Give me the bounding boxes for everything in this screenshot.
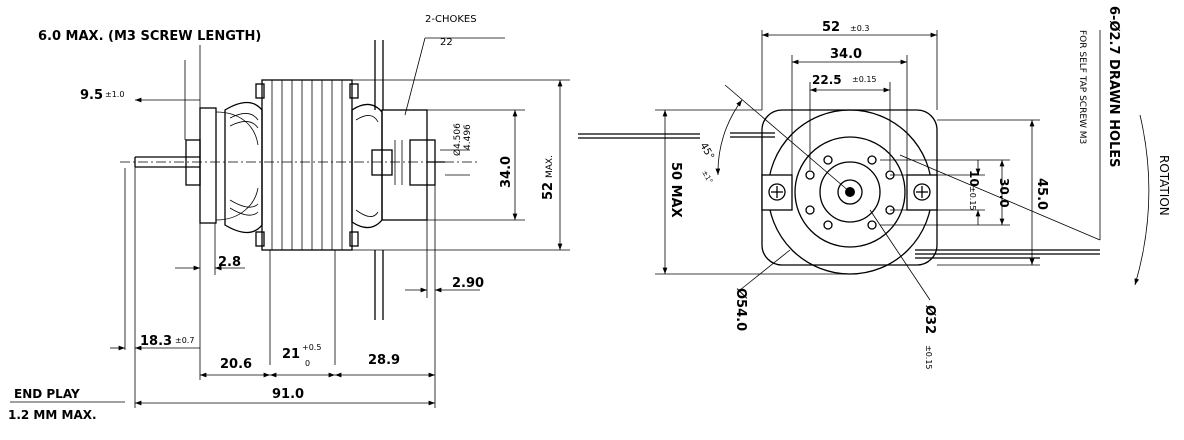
height-max-dim: 50 MAX <box>668 162 683 218</box>
angle-tol: ±1° <box>700 169 714 185</box>
dia-32-dim: Ø32 <box>922 305 937 334</box>
segment-b-tol-lower: 0 <box>305 359 310 368</box>
overall-length-dim: 91.0 <box>272 387 304 402</box>
dia-54-dim: Ø54.0 <box>733 288 748 331</box>
shaft-dia-a: Ø4.506 <box>452 123 463 156</box>
rotation-label: ROTATION <box>1157 155 1171 216</box>
dia-32-tol: ±0.15 <box>924 345 933 370</box>
front-bracket <box>185 107 259 224</box>
angle-dim: 45° <box>697 141 715 162</box>
screw-length-note: 6.0 MAX. (M3 SCREW LENGTH) <box>38 29 261 44</box>
rear-bracket <box>371 40 445 320</box>
shaft-offset-dim: 9.5 <box>80 88 103 103</box>
chokes-value: 22 <box>440 37 453 48</box>
shaft-circle <box>837 179 863 205</box>
height-inner-dim: 34.0 <box>499 156 514 188</box>
mount-tab-left <box>761 174 793 211</box>
coil-left <box>224 101 263 234</box>
width-mid-dim: 34.0 <box>830 47 862 62</box>
front-view: 52 ±0.3 34.0 22.5 ±0.15 45° ±1° 50 MAX 1… <box>578 6 1171 370</box>
width-outer-tol: ±0.3 <box>850 24 869 33</box>
boss-circle <box>819 161 881 223</box>
height-outer-suffix: MAX. <box>545 155 555 178</box>
end-play-value: 1.2 MM MAX. <box>8 408 97 422</box>
segment-a-dim: 20.6 <box>220 357 252 372</box>
hole-spacing-tol: ±0.15 <box>968 186 977 211</box>
width-inner-tol: ±0.15 <box>852 75 877 84</box>
shaft-length-tol: ±0.7 <box>175 336 194 345</box>
height-outer-dim: 52 <box>541 182 556 200</box>
width-inner-dim: 22.5 <box>812 73 842 87</box>
hole-spacing-dim: 10 <box>967 170 981 187</box>
height-45-dim: 45.0 <box>1034 178 1049 210</box>
segment-b-tol-upper: +0.5 <box>302 343 321 352</box>
drawn-holes-note: 6-Ø2.7 DRAWN HOLES <box>1106 6 1121 168</box>
gap-small-dim: 2.8 <box>218 255 241 270</box>
coil-right <box>351 103 383 229</box>
end-play-label: END PLAY <box>14 387 80 401</box>
shaft-dia-b: 4.496 <box>463 124 473 150</box>
drawn-holes-subnote: FOR SELF TAP SCREW M3 <box>1077 30 1087 144</box>
lead-wires <box>578 132 1100 259</box>
segment-c-dim: 28.9 <box>368 353 400 368</box>
width-outer-dim: 52 <box>822 20 840 35</box>
side-view: 6.0 MAX. (M3 SCREW LENGTH) 2-CHOKES 22 9… <box>8 14 570 422</box>
gap-right-dim: 2.90 <box>452 276 484 291</box>
shaft-length-dim: 18.3 <box>140 334 172 349</box>
inner-circle <box>794 136 906 248</box>
chokes-label: 2-CHOKES <box>425 14 477 25</box>
height-30-dim: 30.0 <box>997 178 1011 208</box>
mount-tab-right <box>906 174 938 211</box>
segment-b-dim: 21 <box>282 347 300 362</box>
lamination-stack <box>255 79 359 251</box>
shaft-offset-tol: ±1.0 <box>105 90 124 99</box>
